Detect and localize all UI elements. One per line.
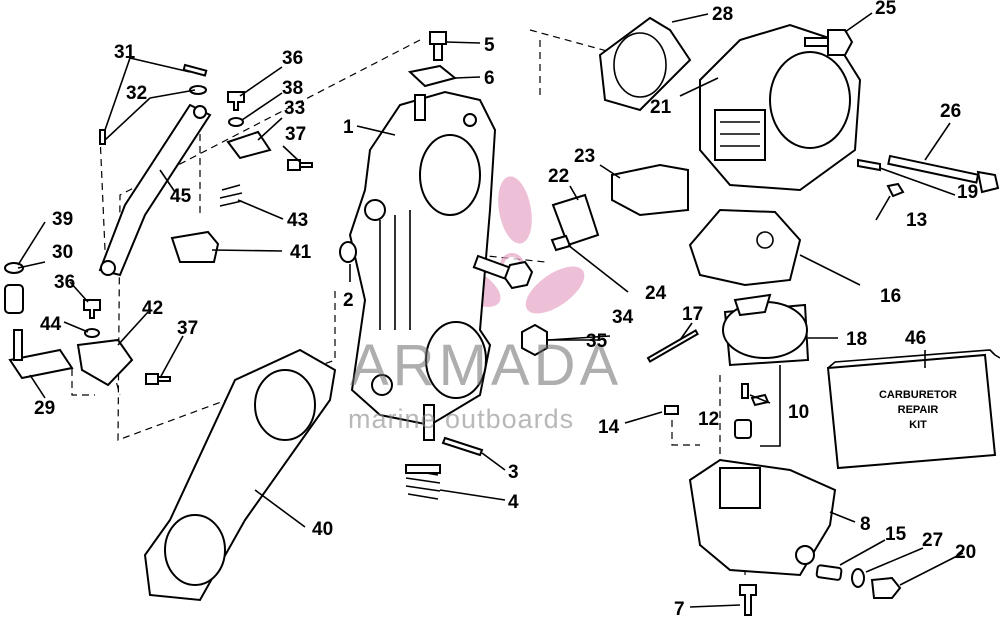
- callout-8: 8: [860, 514, 871, 535]
- callout-17: 17: [682, 304, 703, 325]
- gasket-16: [688, 208, 802, 287]
- screw-top: [429, 31, 447, 61]
- screw-14: [664, 405, 679, 415]
- repair-kit-line-1: CARBURETOR: [879, 389, 957, 401]
- callout-12: 12: [698, 409, 719, 430]
- callout-32: 32: [126, 83, 147, 104]
- callout-10: 10: [788, 402, 809, 423]
- bolt: [472, 254, 534, 290]
- plate: [407, 64, 458, 88]
- screw-37a: [287, 159, 313, 171]
- washer-38: [228, 117, 244, 127]
- pin: [441, 436, 484, 457]
- plug-15: [815, 564, 843, 581]
- callout-20: 20: [955, 542, 976, 563]
- screw-7: [739, 584, 757, 616]
- callout-33: 33: [284, 98, 305, 119]
- washer-44: [84, 328, 100, 338]
- callout-5: 5: [484, 35, 495, 56]
- leader-lines: [17, 12, 964, 608]
- callout-21: 21: [650, 97, 672, 118]
- link-pin-31: [182, 63, 208, 77]
- callout-13: 13: [906, 210, 927, 231]
- fitting-25: [804, 29, 854, 56]
- repair-kit-line-3: KIT: [909, 419, 927, 431]
- drain-plug-20: [870, 576, 902, 599]
- callout-3: 3: [508, 462, 519, 483]
- callout-38: 38: [282, 78, 303, 99]
- bracket-41: [170, 230, 220, 263]
- callout-36-top: 36: [282, 48, 303, 69]
- callout-23: 23: [574, 146, 595, 167]
- bushing-30: [4, 284, 24, 314]
- callout-29: 29: [34, 398, 55, 419]
- gasket-23: [611, 163, 689, 217]
- callout-15: 15: [885, 524, 907, 545]
- callout-28: 28: [712, 4, 733, 25]
- callout-42: 42: [142, 298, 163, 319]
- callout-40: 40: [312, 519, 333, 540]
- callout-7: 7: [674, 599, 685, 620]
- callout-45: 45: [170, 186, 192, 207]
- callout-2: 2: [343, 290, 354, 311]
- callout-4: 4: [508, 492, 519, 513]
- nut-13: [886, 182, 905, 198]
- callout-19: 19: [957, 182, 978, 203]
- callout-22: 22: [548, 166, 569, 187]
- callout-43: 43: [287, 210, 308, 231]
- callout-41: 41: [290, 242, 312, 263]
- link-pin-32: [99, 129, 106, 145]
- callout-36-left: 36: [54, 272, 75, 293]
- washer-27: [851, 568, 865, 588]
- callout-24: 24: [645, 283, 667, 304]
- spring: [405, 464, 441, 500]
- callout-14: 14: [598, 417, 620, 438]
- callout-44: 44: [40, 314, 62, 335]
- screw-24: [550, 234, 572, 252]
- callout-31: 31: [114, 42, 136, 63]
- callout-26: 26: [940, 101, 961, 122]
- float-18: [722, 293, 810, 367]
- callout-46: 46: [905, 328, 926, 349]
- callout-37-bottom: 37: [177, 318, 198, 339]
- callout-25: 25: [875, 0, 897, 19]
- long-bolt-26: [887, 154, 1000, 194]
- carburetor-repair-kit: CARBURETOR REPAIR KIT: [826, 349, 1000, 470]
- rod-17: [646, 329, 699, 363]
- nut: [521, 323, 548, 357]
- callout-34: 34: [612, 307, 634, 328]
- repair-kit-line-2: REPAIR: [898, 404, 939, 416]
- callout-6: 6: [484, 68, 495, 89]
- carburetor-body: [348, 90, 497, 441]
- throttle-lever: [98, 103, 212, 277]
- callout-27: 27: [922, 530, 943, 551]
- needle-valve-group: [734, 383, 770, 439]
- screw-37b: [145, 373, 171, 385]
- callout-16: 16: [880, 286, 901, 307]
- callout-18: 18: [846, 329, 867, 350]
- callout-1: 1: [343, 117, 354, 138]
- bracket-29: [8, 348, 74, 380]
- screw-36b: [83, 299, 101, 319]
- watermark-tagline: marine outboards: [348, 404, 574, 434]
- callout-30: 30: [52, 242, 73, 263]
- screw-36a: [227, 91, 245, 111]
- washer-39: [4, 262, 24, 274]
- spring-43: [219, 184, 243, 207]
- screw-19: [857, 158, 881, 172]
- callout-37-top: 37: [285, 124, 306, 145]
- callout-labels: 1 2 3 4 5 6 7 8 10 12 13 14 15 16 17 18 …: [34, 0, 978, 620]
- lever-42: [76, 338, 134, 387]
- callout-39: 39: [52, 209, 73, 230]
- callout-35: 35: [586, 331, 608, 352]
- plate-22: [551, 193, 600, 247]
- watermark-brand: ARMADA: [350, 333, 622, 398]
- washer-32: [189, 85, 207, 95]
- plug: [339, 241, 357, 263]
